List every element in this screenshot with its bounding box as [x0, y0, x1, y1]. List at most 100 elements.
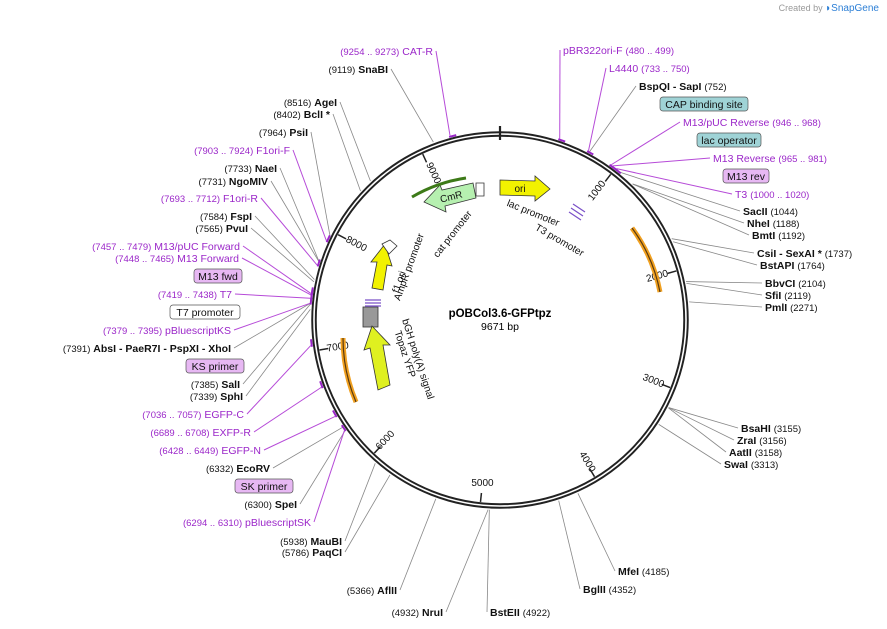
primer-mark [316, 259, 321, 267]
primer-leader [616, 168, 733, 195]
plasmid-name: pOBCol3.6-GFPtpz [449, 308, 552, 320]
orf-arrow-right [629, 226, 663, 293]
enzyme-leader [558, 500, 581, 590]
enzyme-leader [673, 241, 758, 266]
ori-feature[interactable] [499, 175, 551, 202]
enzyme-label: (7391) AbsI - PaeR7I - PspXI - XhoI [63, 343, 231, 355]
enzyme-leader [577, 493, 616, 572]
orf-arrow-right-core [631, 227, 661, 293]
primer-label: L4440 (733 .. 750) [609, 63, 690, 75]
tick-mark [479, 492, 483, 503]
enzyme-label: (7584) FspI [200, 211, 252, 223]
enzyme-leader [632, 183, 750, 236]
primer-label: M13 Reverse (965 .. 981) [713, 153, 827, 165]
primer-labels: (9254 .. 9273) CAT-R (7903 .. 7924) F1or… [92, 45, 827, 529]
enzyme-leader [689, 301, 763, 308]
primer-label: (7457 .. 7479) M13/pUC Forward [92, 241, 240, 253]
enzyme-label: BstEII (4922) [490, 607, 550, 619]
enzyme-label: (5938) MauBI [280, 536, 342, 548]
enzyme-leader [250, 227, 315, 283]
primer-leader [610, 121, 681, 166]
enzyme-label: (7733) NaeI [224, 163, 277, 175]
primer-label: (6428 .. 6449) EGFP-N [159, 445, 261, 457]
enzyme-leader [279, 167, 320, 262]
enzyme-labels: (9119) SnaBI (8516) AgeI (8402) BclI * (… [63, 64, 852, 619]
enzyme-leader [658, 424, 722, 465]
primer-mark [309, 297, 313, 305]
cmr-orf-arrow [411, 176, 467, 199]
enzyme-label: (6300) SpeI [244, 499, 297, 511]
primer-label: (7036 .. 7057) EGFP-C [142, 409, 244, 421]
cat-promoter-feature[interactable] [475, 182, 485, 197]
ori-label: ori [514, 184, 525, 195]
enzyme-label: (7339) SphI [190, 391, 243, 403]
enzyme-leader [390, 68, 434, 143]
primer-leader [246, 345, 312, 415]
tick-label: 3000 [641, 372, 666, 391]
cap-binding-site-label: CAP binding site [665, 99, 743, 111]
m13-fwd-box [193, 268, 243, 284]
sk-primer-label: SK primer [241, 481, 288, 493]
ks-primer-box [185, 358, 245, 374]
tick-mark [667, 270, 677, 275]
enzyme-label: MfeI (4185) [618, 566, 669, 578]
enzyme-label: BglII (4352) [583, 584, 636, 596]
enzyme-leader [245, 309, 311, 397]
enzyme-label: (5786) PaqCI [282, 547, 342, 559]
enzyme-leader [619, 171, 741, 212]
enzyme-label: (5366) AflII [347, 585, 397, 597]
primer-label: (7419 .. 7438) T7 [158, 289, 232, 301]
primer-leader [260, 197, 318, 266]
ampr-promoter-feature[interactable] [381, 239, 398, 255]
primer-mark [586, 150, 594, 156]
primer-mark [340, 424, 347, 432]
tick-label: 6000 [374, 428, 398, 452]
enzyme-leader [272, 426, 344, 469]
cmr-feature[interactable] [423, 182, 477, 213]
enzyme-label: (7565) PvuI [195, 223, 248, 235]
features: ori CmR cat promoter lac promoter T3 pro… [340, 175, 663, 403]
plasmid-size: 9671 bp [481, 321, 519, 333]
primer-label: M13/pUC Reverse (946 .. 968) [683, 117, 821, 129]
enzyme-leader [270, 180, 320, 263]
enzyme-leader [242, 303, 312, 385]
tick-mark [373, 446, 382, 454]
primer-leader [233, 302, 310, 331]
boxed-labels: M13 fwd T7 promoter KS primer SK primer … [169, 96, 770, 494]
primer-label: (7379 .. 7395) pBluescriptKS [103, 325, 231, 337]
topaz-yfp-feature[interactable] [363, 325, 391, 391]
enzyme-leader [632, 183, 745, 224]
enzyme-label: BspQI - SapI (752) [639, 81, 727, 93]
primer-leader [313, 430, 345, 523]
tick-label: 7000 [326, 340, 350, 355]
bgh-polya-feature[interactable] [362, 306, 379, 328]
tick-mark [337, 233, 347, 240]
tick-mark [604, 173, 612, 182]
tick-label: 5000 [471, 478, 494, 489]
enzyme-label: ZraI (3156) [737, 435, 787, 447]
primer-leader [588, 67, 607, 151]
enzyme-leader [339, 101, 371, 182]
primer-label: (7693 .. 7712) F1ori-R [161, 193, 258, 205]
enzyme-label: (7964) PsiI [259, 127, 308, 139]
enzyme-label: BbvCI (2104) [765, 278, 826, 290]
watermark: Created by ◗SnapGene [779, 3, 879, 14]
primer-label: (6294 .. 6310) pBluescriptSK [183, 517, 311, 529]
t7-promoter-box [169, 304, 241, 320]
enzyme-label: (9119) SnaBI [329, 64, 389, 76]
enzyme-label: (7385) SalI [191, 379, 240, 391]
enzyme-leader [344, 463, 376, 542]
tick-mark [422, 153, 428, 163]
enzyme-leader [668, 407, 739, 429]
primer-mark [325, 234, 331, 243]
enzyme-leader [233, 302, 311, 349]
lac-promoter-label: lac promoter [505, 198, 561, 229]
enzyme-leader [486, 509, 490, 613]
t7-promoter-label: T7 promoter [176, 307, 234, 319]
primer-leaders [233, 49, 733, 523]
enzyme-label: (6332) EcoRV [206, 463, 270, 475]
cap-binding-site-box [659, 96, 749, 112]
f1-ori-feature[interactable] [370, 243, 393, 291]
enzyme-label: (4932) NruI [392, 607, 443, 619]
primer-leader [241, 257, 311, 296]
